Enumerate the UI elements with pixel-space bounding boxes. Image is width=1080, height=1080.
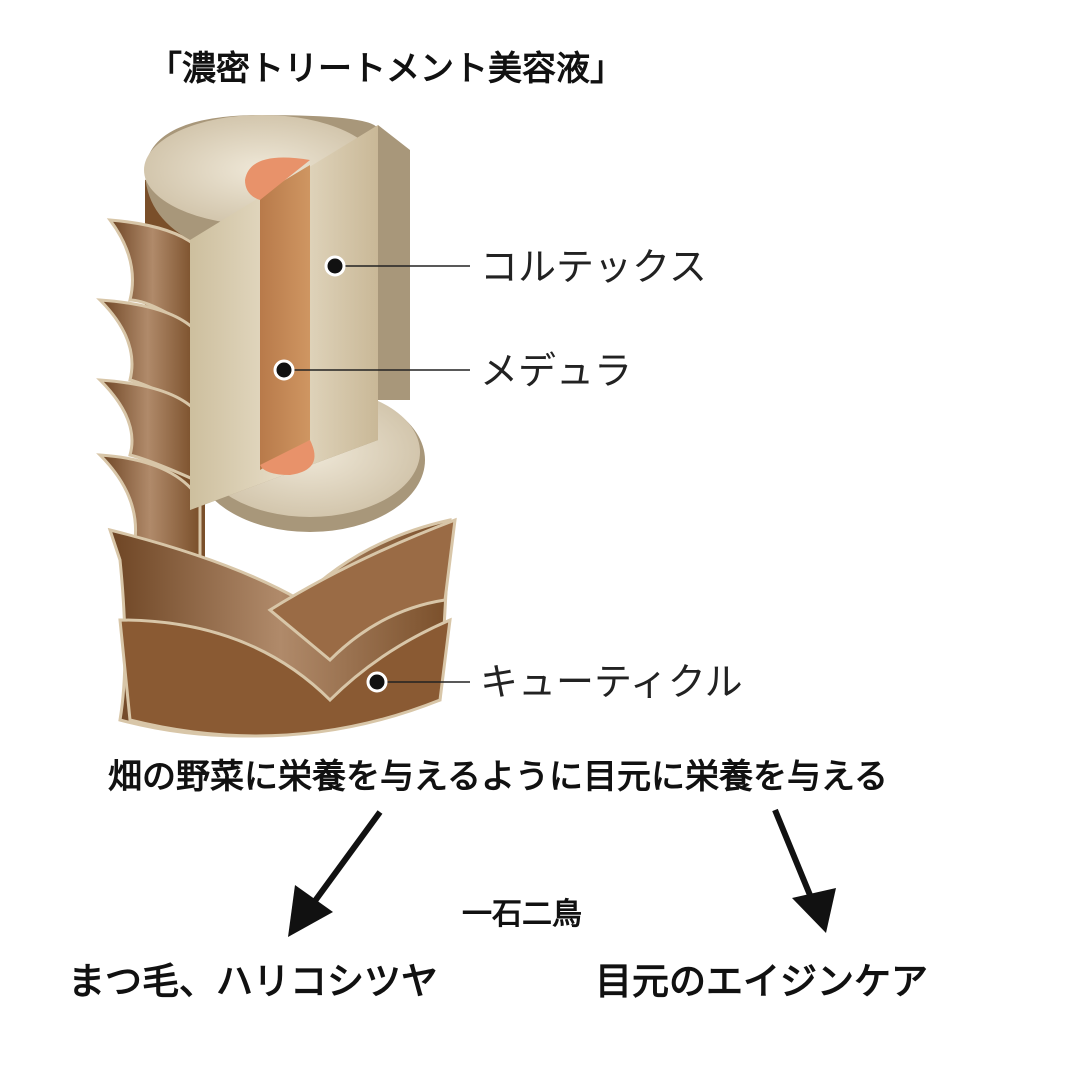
middle-text: 一石二鳥 [462,897,582,932]
label-medulla: メデュラ [480,349,633,393]
main-sentence: 畑の野菜に栄養を与えるように目元に栄養を与える [108,757,888,797]
label-cuticle: キューティクル [480,660,743,704]
arrow-left [288,810,383,937]
cuticle-scales [96,180,457,738]
page-title: 「濃密トリートメント美容液」 [148,49,624,89]
result-left: まつ毛、ハリコシツヤ [68,960,438,1003]
result-right: 目元のエイジンケア [595,960,928,1003]
arrow-right [772,808,836,933]
label-cortex: コルテックス [480,245,707,289]
medulla [245,157,315,475]
leader-lines [284,265,470,683]
marker-dots [273,255,388,693]
